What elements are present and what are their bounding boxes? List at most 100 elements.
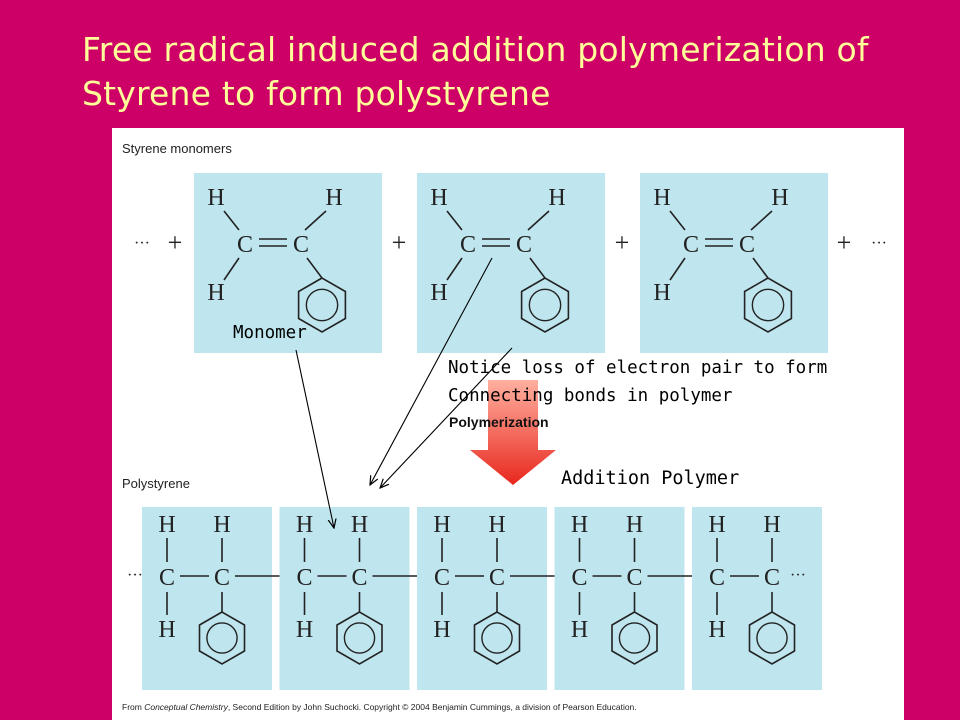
- hydrogen-atom: H: [433, 512, 450, 538]
- bond: [304, 210, 327, 231]
- benzene-ring: [336, 611, 383, 665]
- hydrogen-atom: H: [430, 185, 447, 211]
- bond: [446, 210, 463, 231]
- benzene-ring: [743, 277, 793, 333]
- carbon-atom: C: [739, 232, 755, 258]
- hydrogen-atom: H: [430, 280, 447, 306]
- repeat-unit-box: [554, 507, 685, 690]
- continuation-dots: ···: [134, 235, 150, 252]
- carbon-atom: C: [516, 232, 532, 258]
- hydrogen-atom: H: [296, 617, 313, 643]
- hydrogen-atom: H: [325, 185, 342, 211]
- hydrogen-atom: H: [771, 185, 788, 211]
- repeat-unit-box: [692, 507, 822, 690]
- carbon-atom: C: [296, 565, 312, 591]
- monomer-pointer-line: [295, 349, 334, 528]
- polymerization-arrow: [470, 380, 556, 485]
- carbon-atom: C: [571, 565, 587, 591]
- benzene-ring: [297, 277, 347, 333]
- monomer-box: [640, 173, 828, 353]
- plus-sign: +: [168, 228, 183, 257]
- bond: [750, 210, 773, 231]
- notice-annotation-line-1: Notice loss of electron pair to form: [448, 358, 828, 378]
- title-line-2: Styrene to form polystyrene: [82, 74, 551, 113]
- bond: [446, 257, 463, 281]
- carbon-atom: C: [460, 232, 476, 258]
- carbon-atom: C: [764, 565, 780, 591]
- notice-pointer-line-1: [370, 257, 493, 485]
- repeat-unit-box: [142, 507, 272, 690]
- polystyrene-heading: Polystyrene: [122, 476, 190, 491]
- hydrogen-atom: H: [571, 512, 588, 538]
- carbon-atom: C: [434, 565, 450, 591]
- carbon-atom: C: [237, 232, 253, 258]
- repeat-unit-box: [417, 507, 547, 690]
- notice-pointer-line-2: [380, 347, 513, 488]
- hydrogen-atom: H: [296, 512, 313, 538]
- bond: [752, 257, 769, 279]
- carbon-atom: C: [683, 232, 699, 258]
- benzene-ring: [198, 611, 246, 665]
- hydrogen-atom: H: [488, 512, 505, 538]
- styrene-monomers-heading: Styrene monomers: [122, 141, 232, 156]
- hydrogen-atom: H: [626, 512, 643, 538]
- plus-sign: +: [392, 228, 407, 257]
- plus-sign: +: [837, 228, 852, 257]
- carbon-atom: C: [351, 565, 367, 591]
- addition-polymer-annotation: Addition Polymer: [561, 468, 740, 489]
- monomer-box: [194, 173, 382, 353]
- hydrogen-atom: H: [708, 617, 725, 643]
- carbon-atom: C: [293, 232, 309, 258]
- title-line-1: Free radical induced addition polymeriza…: [82, 30, 869, 69]
- carbon-atom: C: [626, 565, 642, 591]
- bond: [669, 210, 686, 231]
- bond: [223, 257, 240, 281]
- carbon-atom: C: [709, 565, 725, 591]
- hydrogen-atom: H: [207, 185, 224, 211]
- benzene-ring: [611, 611, 658, 665]
- bond: [527, 210, 550, 231]
- hydrogen-atom: H: [158, 512, 175, 538]
- benzene-ring: [520, 277, 570, 333]
- bond: [223, 210, 240, 231]
- reaction-figure: Styrene monomers Polystyrene Polymerizat…: [112, 128, 904, 720]
- hydrogen-atom: H: [708, 512, 725, 538]
- hydrogen-atom: H: [433, 617, 450, 643]
- notice-annotation-line-2: Connecting bonds in polymer: [448, 386, 733, 406]
- bond: [669, 257, 686, 281]
- monomer-annotation: Monomer: [233, 323, 307, 343]
- repeat-unit-box: [279, 507, 410, 690]
- hydrogen-atom: H: [207, 280, 224, 306]
- hydrogen-atom: H: [653, 185, 670, 211]
- bond: [306, 257, 323, 279]
- benzene-ring: [748, 611, 796, 665]
- slide-title: Free radical induced addition polymeriza…: [82, 28, 942, 116]
- continuation-dots: ···: [127, 567, 143, 584]
- hydrogen-atom: H: [571, 617, 588, 643]
- polymerization-label: Polymerization: [449, 414, 549, 430]
- reaction-diagram: Styrene monomers Polystyrene Polymerizat…: [122, 141, 887, 690]
- carbon-atom: C: [159, 565, 175, 591]
- bond: [529, 257, 546, 279]
- hydrogen-atom: H: [351, 512, 368, 538]
- hydrogen-atom: H: [653, 280, 670, 306]
- hydrogen-atom: H: [158, 617, 175, 643]
- figure-credit: From Conceptual Chemistry, Second Editio…: [122, 702, 637, 712]
- carbon-atom: C: [489, 565, 505, 591]
- monomer-box: [417, 173, 605, 353]
- hydrogen-atom: H: [213, 512, 230, 538]
- continuation-dots: ···: [871, 235, 887, 252]
- plus-sign: +: [615, 228, 630, 257]
- benzene-ring: [473, 611, 521, 665]
- carbon-atom: C: [214, 565, 230, 591]
- hydrogen-atom: H: [763, 512, 780, 538]
